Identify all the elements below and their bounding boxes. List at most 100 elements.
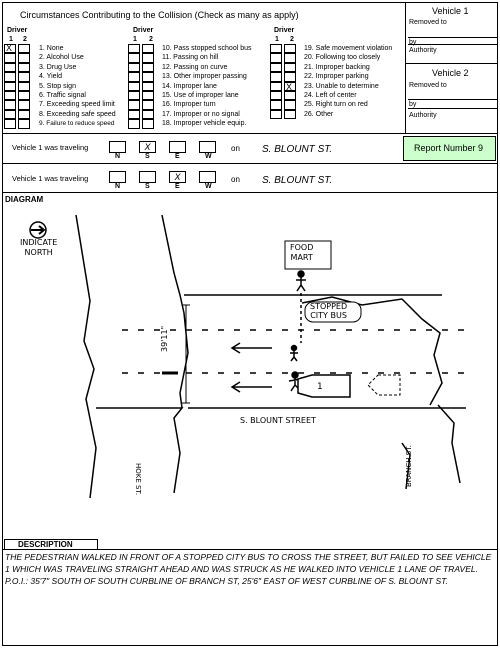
driver-1-checkbox[interactable] [128, 109, 140, 120]
driver-1-checkbox[interactable] [128, 44, 140, 54]
driver-2-checkbox[interactable] [284, 109, 296, 120]
circumstance-label: 8. Exceeding safe speed [39, 110, 116, 118]
driver-2-checkbox[interactable] [284, 62, 296, 73]
driver-col2-label: 2 [149, 36, 153, 43]
driver-1-checkbox[interactable] [270, 62, 282, 73]
direction-checkbox-e[interactable] [169, 141, 186, 153]
description-tab [4, 539, 98, 550]
driver-1-checkbox[interactable] [4, 91, 16, 101]
direction-checkbox-e[interactable]: X [169, 171, 186, 183]
circumstance-label: 20. Following too closely [304, 54, 381, 62]
driver-1-checkbox[interactable] [128, 100, 140, 110]
on-label-row1: on [231, 144, 240, 153]
food-mart-label: FOOD MART [290, 243, 314, 262]
circumstance-label: 6. Traffic signal [39, 92, 86, 99]
direction-checkbox-n[interactable] [109, 141, 126, 153]
driver-1-checkbox[interactable] [4, 81, 16, 91]
driver-1-checkbox[interactable] [128, 62, 140, 73]
driver-2-checkbox[interactable] [142, 72, 154, 82]
street-main-label: S. BLOUNT STREET [240, 416, 316, 425]
driver-2-checkbox[interactable] [142, 62, 154, 73]
circumstance-label: 19. Safe movement violation [304, 45, 393, 52]
driver-2-checkbox[interactable] [18, 109, 30, 120]
driver-1-checkbox[interactable] [270, 109, 282, 120]
direction-label-s: S [145, 183, 150, 190]
driver-1-checkbox[interactable] [270, 91, 282, 101]
driver-2-checkbox[interactable] [284, 91, 296, 101]
circumstance-label: 10. Pass stopped school bus [162, 45, 252, 52]
circumstance-label: 7. Exceeding speed limit [39, 101, 115, 109]
direction-checkbox-w[interactable] [199, 171, 216, 183]
driver-2-checkbox[interactable] [142, 44, 154, 54]
circumstance-label: 4. Yield [39, 73, 62, 81]
direction-checkbox-n[interactable] [109, 171, 126, 183]
driver-1-checkbox[interactable] [270, 53, 282, 63]
driver-2-checkbox[interactable] [18, 44, 30, 54]
driver-2-checkbox[interactable] [284, 100, 296, 110]
driver-1-checkbox[interactable] [4, 53, 16, 63]
driver-1-checkbox[interactable] [4, 119, 16, 129]
driver-col2-label: 2 [290, 36, 294, 43]
direction-checkbox-s[interactable] [139, 171, 156, 183]
street-row2: S. BLOUNT ST. [262, 175, 333, 186]
driver-1-checkbox[interactable] [128, 91, 140, 101]
driver-2-checkbox[interactable] [284, 81, 296, 91]
circumstance-label: 11. Passing on hill [162, 54, 219, 62]
driver-1-checkbox[interactable] [4, 44, 16, 54]
driver-2-checkbox[interactable] [18, 91, 30, 101]
driver-1-checkbox[interactable] [128, 119, 140, 129]
driver-1-checkbox[interactable] [270, 72, 282, 82]
driver-1-checkbox[interactable] [128, 53, 140, 63]
driver-1-checkbox[interactable] [4, 62, 16, 73]
vehicle1-authority: Authority [409, 47, 437, 54]
distance-dimension [182, 304, 190, 404]
driver-2-checkbox[interactable] [142, 100, 154, 110]
driver-2-checkbox[interactable] [142, 109, 154, 120]
direction-label-n: N [115, 153, 121, 160]
vehicle2-by: by [409, 101, 417, 108]
north-arrow-icon [29, 221, 47, 239]
report-number-box [403, 136, 496, 161]
direction-label-s: S [145, 153, 150, 160]
circumstance-label: 24. Left of center [304, 92, 357, 99]
diagram-heading: DIAGRAM [5, 195, 44, 204]
driver-1-checkbox[interactable] [4, 100, 16, 110]
driver-2-checkbox[interactable] [284, 53, 296, 63]
driver-2-checkbox[interactable] [142, 91, 154, 101]
driver-2-checkbox[interactable] [18, 72, 30, 82]
driver-1-checkbox[interactable] [270, 81, 282, 91]
driver-2-checkbox[interactable] [18, 100, 30, 110]
driver-2-checkbox[interactable] [142, 53, 154, 63]
driver-1-checkbox[interactable] [4, 109, 16, 120]
driver-1-checkbox[interactable] [270, 100, 282, 110]
driver-2-checkbox[interactable] [18, 119, 30, 129]
driver-1-checkbox[interactable] [128, 72, 140, 82]
driver-2-checkbox[interactable] [18, 53, 30, 63]
vehicle1-removed-to: Removed to [409, 19, 447, 26]
direction-label-n: N [115, 183, 121, 190]
circumstance-label: 26. Other [304, 110, 334, 118]
driver-1-checkbox[interactable] [270, 44, 282, 54]
driver-2-checkbox[interactable] [142, 81, 154, 91]
direction-label-w: W [205, 153, 212, 160]
driver-1-checkbox[interactable] [4, 72, 16, 82]
circumstance-label: 18. Improper vehicle equip. [162, 120, 247, 128]
driver-2-checkbox[interactable] [142, 119, 154, 129]
vehicle1-title: Vehicle 1 [432, 6, 469, 16]
vehicle2-authority: Authority [409, 112, 437, 119]
vehicle2-title: Vehicle 2 [432, 68, 469, 78]
direction-checkbox-s[interactable]: X [139, 141, 156, 153]
driver-2-checkbox[interactable] [18, 62, 30, 73]
on-label-row2: on [231, 175, 240, 184]
direction-checkbox-w[interactable] [199, 141, 216, 153]
food-mart-box [284, 240, 332, 270]
driver-2-checkbox[interactable] [284, 44, 296, 54]
driver-2-checkbox[interactable] [284, 72, 296, 82]
driver-2-checkbox[interactable] [18, 81, 30, 91]
traffic-arrows [230, 342, 272, 393]
direction-label-e: E [175, 183, 180, 190]
driver-1-checkbox[interactable] [128, 81, 140, 91]
travel-label-row2: Vehicle 1 was traveling [12, 174, 89, 183]
report-number: Report Number 9 [414, 143, 484, 153]
